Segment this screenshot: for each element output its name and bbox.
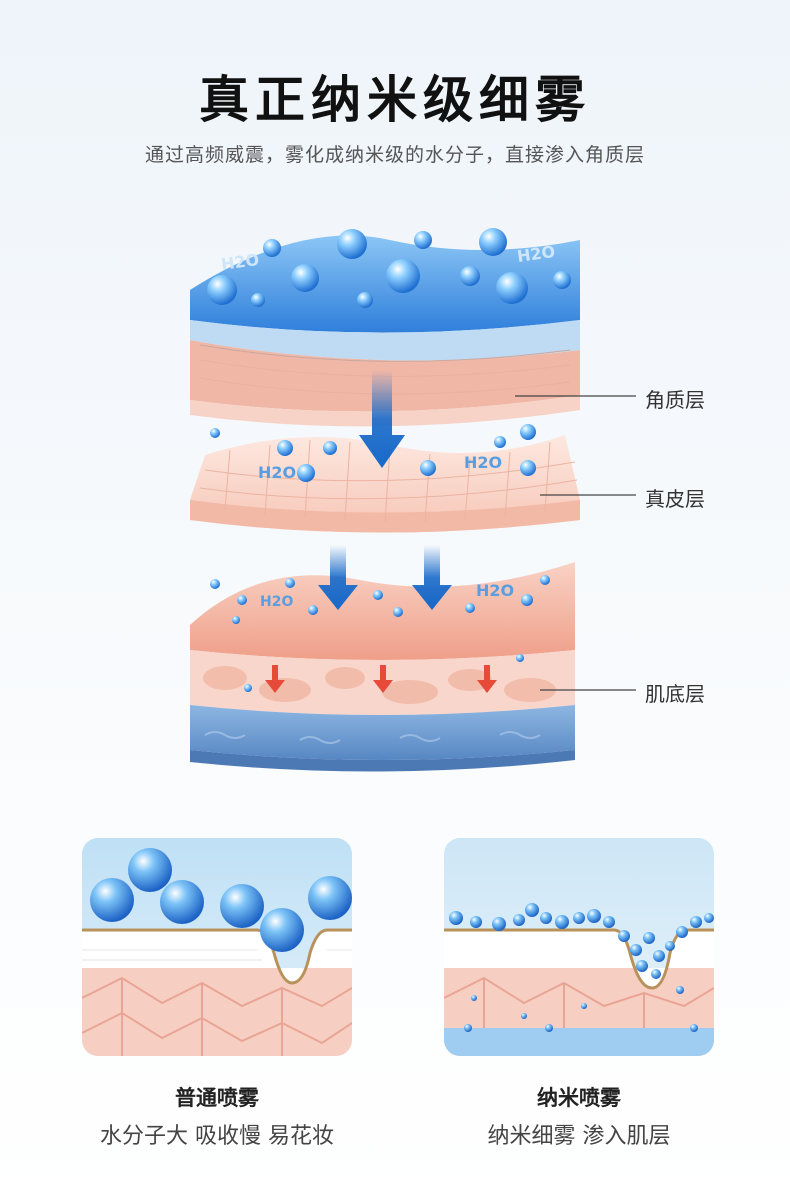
nano-spray-subtitle: 纳米细雾 渗入肌层 bbox=[487, 1124, 671, 1149]
penetration-arrows bbox=[318, 370, 452, 610]
basal-layer bbox=[190, 562, 575, 772]
ordinary-spray-subtitle: 水分子大 吸收慢 易花妆 bbox=[100, 1124, 334, 1149]
h2o-label-6: H2O bbox=[476, 581, 514, 600]
water-droplets bbox=[207, 228, 571, 692]
ordinary-spray-panel bbox=[82, 838, 352, 1056]
h2o-label-4: H2O bbox=[464, 453, 502, 472]
label-basal-layer: 肌底层 bbox=[645, 682, 705, 706]
dermis-layer bbox=[190, 435, 580, 533]
absorption-arrows-red bbox=[265, 665, 497, 693]
page-title: 真正纳米级细雾 bbox=[199, 71, 591, 129]
stratum-corneum-layer bbox=[190, 235, 580, 427]
h2o-label-5: H2O bbox=[260, 594, 293, 610]
h2o-label-3: H2O bbox=[258, 463, 296, 482]
ordinary-spray-title: 普通喷雾 bbox=[175, 1086, 259, 1110]
nano-spray-panel bbox=[444, 838, 714, 1056]
label-stratum-corneum: 角质层 bbox=[645, 388, 705, 412]
label-dermis: 真皮层 bbox=[645, 487, 705, 511]
skin-layer-diagram: H2O H2O H2O H2O H2O H2O bbox=[190, 228, 636, 772]
page-subtitle: 通过高频威震，雾化成纳米级的水分子，直接渗入角质层 bbox=[144, 144, 645, 166]
nano-spray-title: 纳米喷雾 bbox=[537, 1086, 621, 1110]
label-leader-lines bbox=[515, 395, 636, 691]
